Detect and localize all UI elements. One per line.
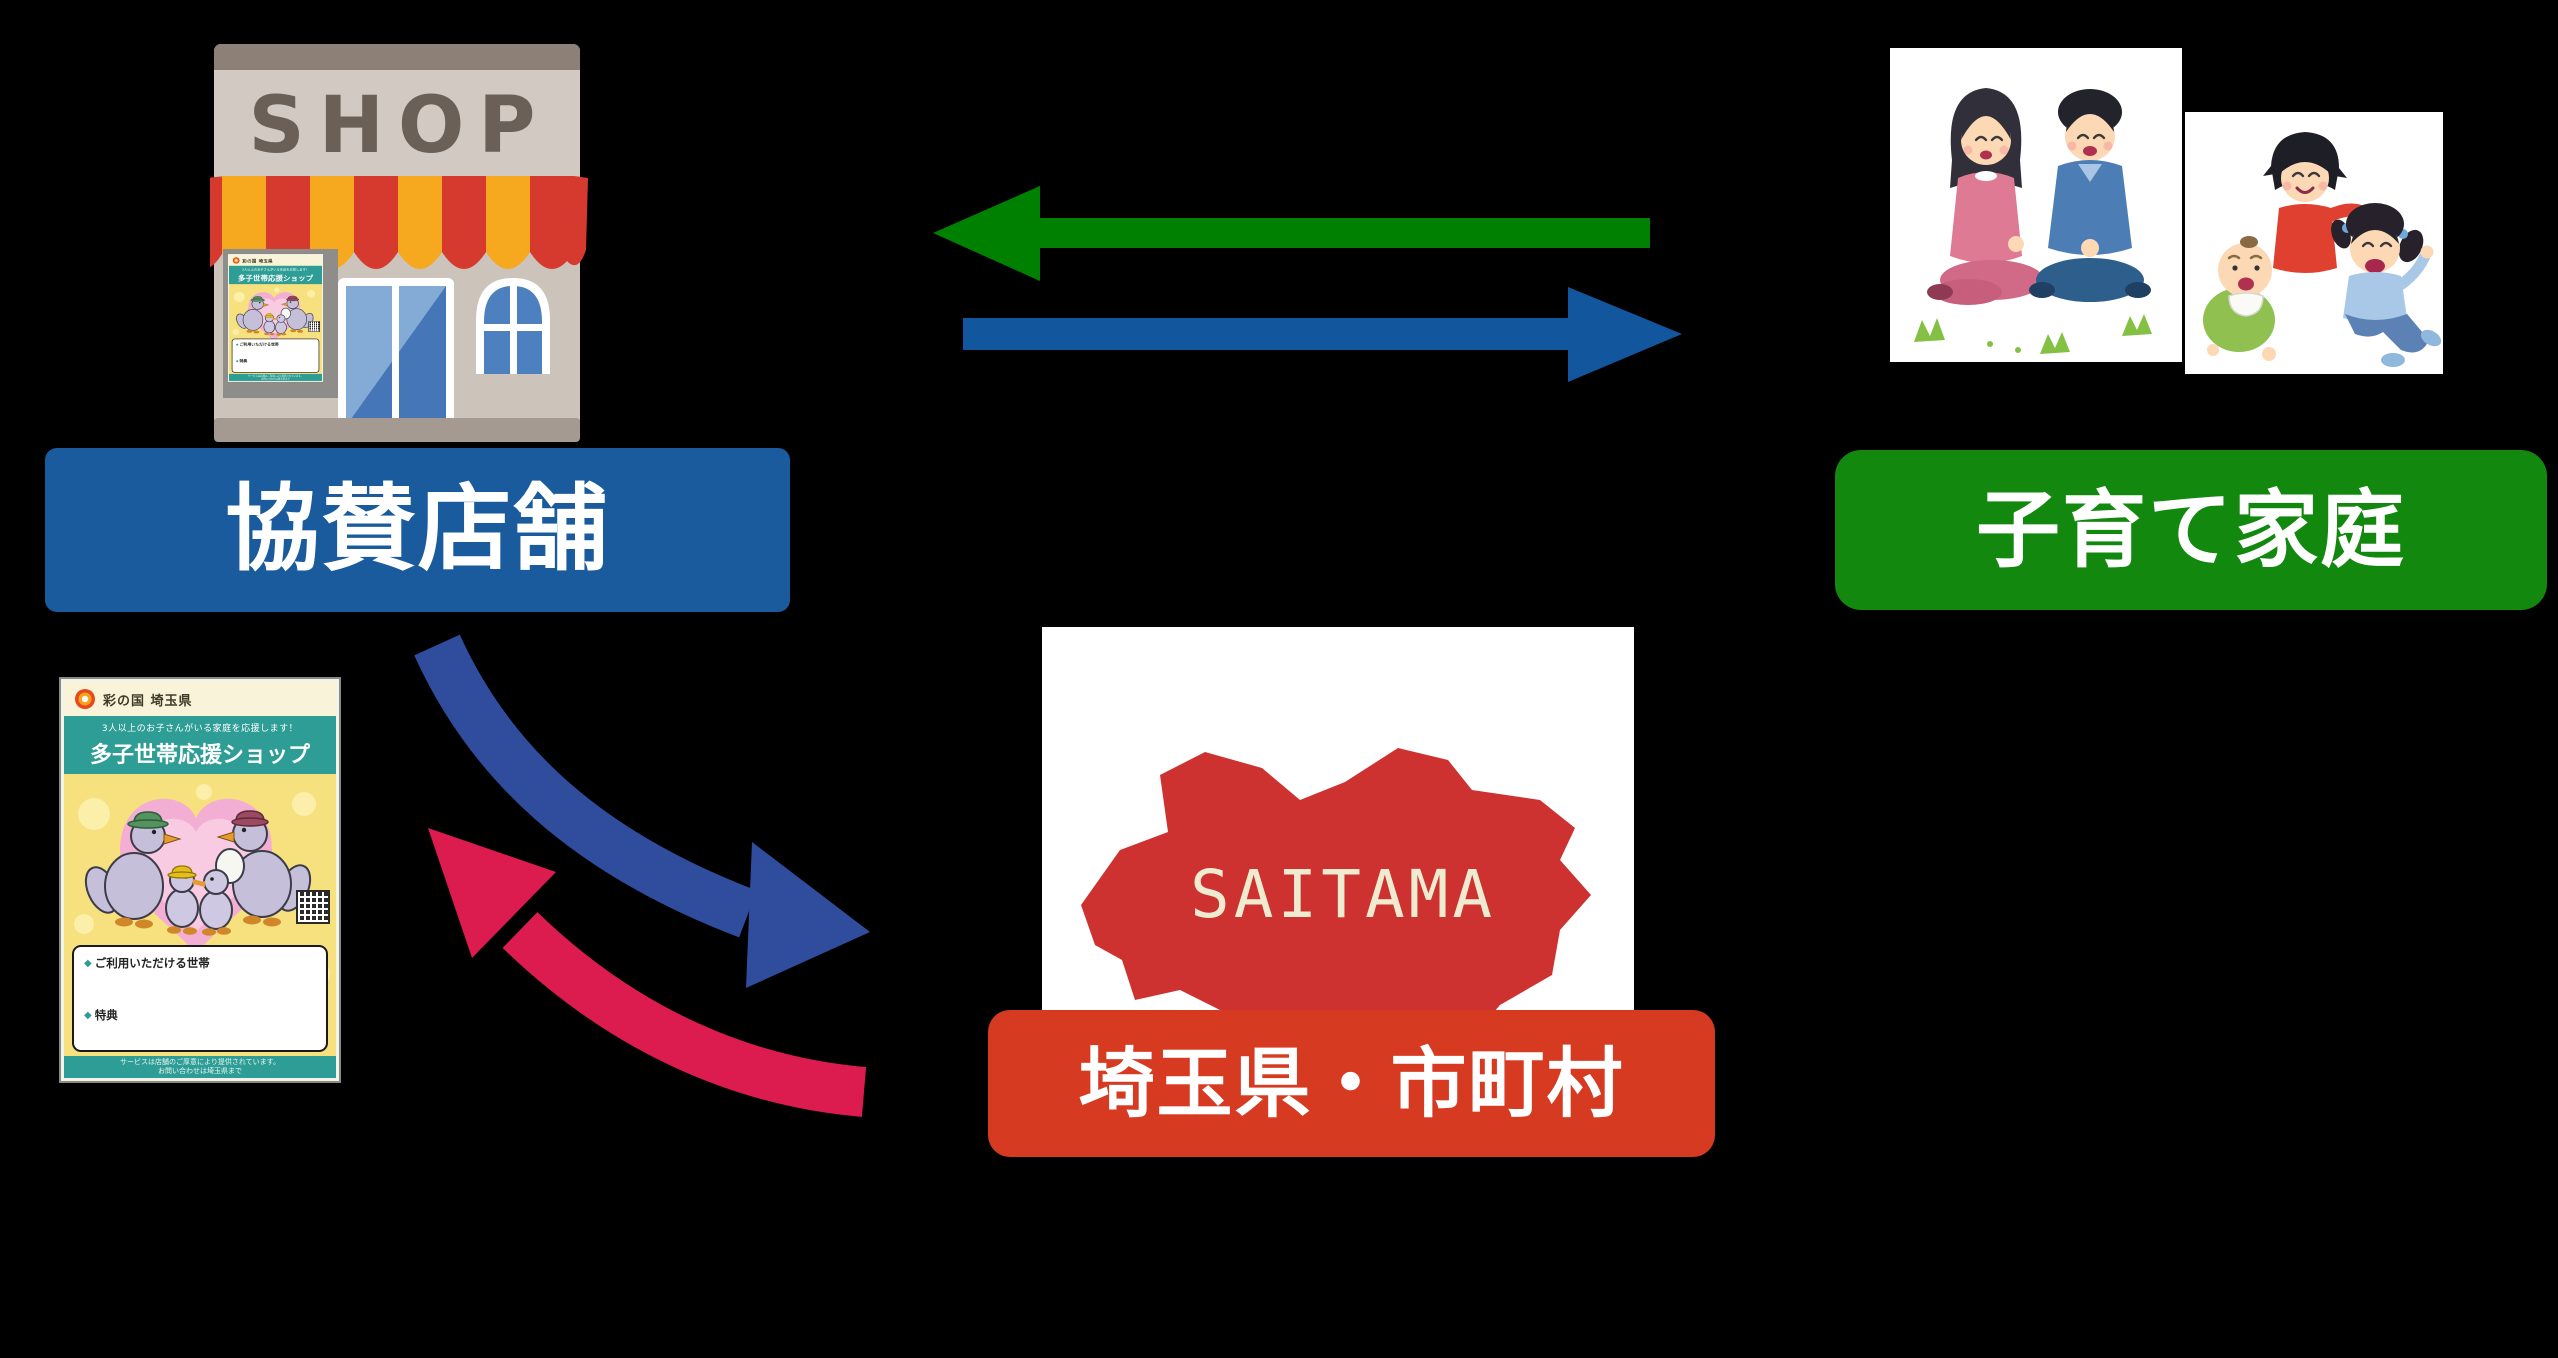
poster-title-band: 3人以上のお子さんがいる家庭を応援します！ 多子世帯応援ショップ — [229, 265, 323, 285]
poster-section-2: ◆ 特典 — [84, 1008, 118, 1022]
shop-sign-text: SHOP — [249, 81, 550, 171]
qr-code-icon — [308, 321, 320, 332]
shop-door-icon — [338, 278, 454, 426]
saitama-sun-logo-icon — [232, 257, 240, 264]
diamond-bullet-icon: ◆ — [84, 1009, 92, 1021]
poster-title: 多子世帯応援ショップ — [89, 743, 310, 768]
family-children-photo — [2185, 112, 2443, 374]
saitama-map-text: SAITAMA — [1190, 856, 1496, 933]
shop-window-icon — [476, 278, 550, 374]
poster-section-2: ◆ 特典 — [235, 358, 248, 364]
poster-info-box: ◆ ご利用いただける世帯 ◆ 特典 — [231, 338, 320, 373]
family-parents-photo — [1890, 48, 2182, 362]
wall-mini-poster: 彩の国 埼玉県 3人以上のお子さんがいる家庭を応援します！ 多子世帯応援ショップ — [229, 255, 323, 381]
family-label: 子育て家庭 — [1835, 450, 2547, 610]
saitama-sun-logo-icon — [75, 689, 95, 709]
poster-agency: 彩の国 埼玉県 — [103, 693, 193, 709]
poster-agency: 彩の国 埼玉県 — [242, 258, 273, 264]
poster-title-band: 3人以上のお子さんがいる家庭を応援します！ 多子世帯応援ショップ — [64, 716, 336, 774]
poster-body: ◆ ご利用いただける世帯 ◆ 特典 サービスは店舗のご厚意により提供されています… — [229, 284, 323, 381]
poster-title: 多子世帯応援ショップ — [237, 274, 314, 283]
poster-section-1: ◆ ご利用いただける世帯 — [84, 956, 210, 970]
diamond-bullet-icon: ◆ — [235, 342, 239, 347]
arrow-shop-to-family-icon — [963, 287, 1682, 382]
arrow-family-to-shop-icon — [933, 186, 1650, 281]
arrow-government-to-shop-icon — [428, 828, 867, 1117]
wall-poster-frame: 彩の国 埼玉県 3人以上のお子さんがいる家庭を応援します！ 多子世帯応援ショップ — [223, 249, 338, 398]
qr-code-icon — [296, 890, 330, 924]
saitama-map-illustration: SAITAMA — [1081, 748, 1591, 1045]
government-label: 埼玉県・市町村 — [988, 1010, 1715, 1157]
shop-label: 協賛店舗 — [45, 448, 790, 612]
poster-info-box: ◆ ご利用いただける世帯 ◆ 特典 — [72, 945, 328, 1052]
poster-tagline: 3人以上のお子さんがいる家庭を応援します！ — [101, 724, 299, 734]
poster-tagline: 3人以上のお子さんがいる家庭を応援します！ — [241, 268, 310, 272]
poster-footer: サービスは店舗のご厚意により提供されています。 お問い合わせは埼玉県まで — [229, 373, 323, 381]
parents-illustration — [1914, 88, 2152, 354]
poster-footer: サービスは店舗のご厚意により提供されています。 お問い合わせは埼玉県まで — [64, 1056, 336, 1078]
arrow-shop-to-government-icon — [414, 634, 870, 988]
support-shop-poster: 彩の国 埼玉県 3人以上のお子さんがいる家庭を応援します！ 多子世帯応援ショップ — [64, 682, 336, 1078]
saitama-map-photo: SAITAMA — [1042, 627, 1634, 1045]
poster-area: 彩の国 埼玉県 3人以上のお子さんがいる家庭を応援します！ 多子世帯応援ショップ — [64, 682, 336, 1078]
diamond-bullet-icon: ◆ — [84, 957, 92, 969]
diamond-bullet-icon: ◆ — [235, 359, 239, 363]
wall-poster-slot: 彩の国 埼玉県 3人以上のお子さんがいる家庭を応援します！ 多子世帯応援ショップ — [229, 255, 323, 381]
poster-header: 彩の国 埼玉県 — [229, 255, 323, 266]
poster-section-1: ◆ ご利用いただける世帯 — [235, 342, 279, 347]
awning-icon — [210, 176, 588, 269]
poster-body: ◆ ご利用いただける世帯 ◆ 特典 サービスは店舗のご厚意により提供されています… — [64, 774, 336, 1078]
children-illustration — [2203, 132, 2442, 367]
poster-header: 彩の国 埼玉県 — [64, 682, 336, 716]
